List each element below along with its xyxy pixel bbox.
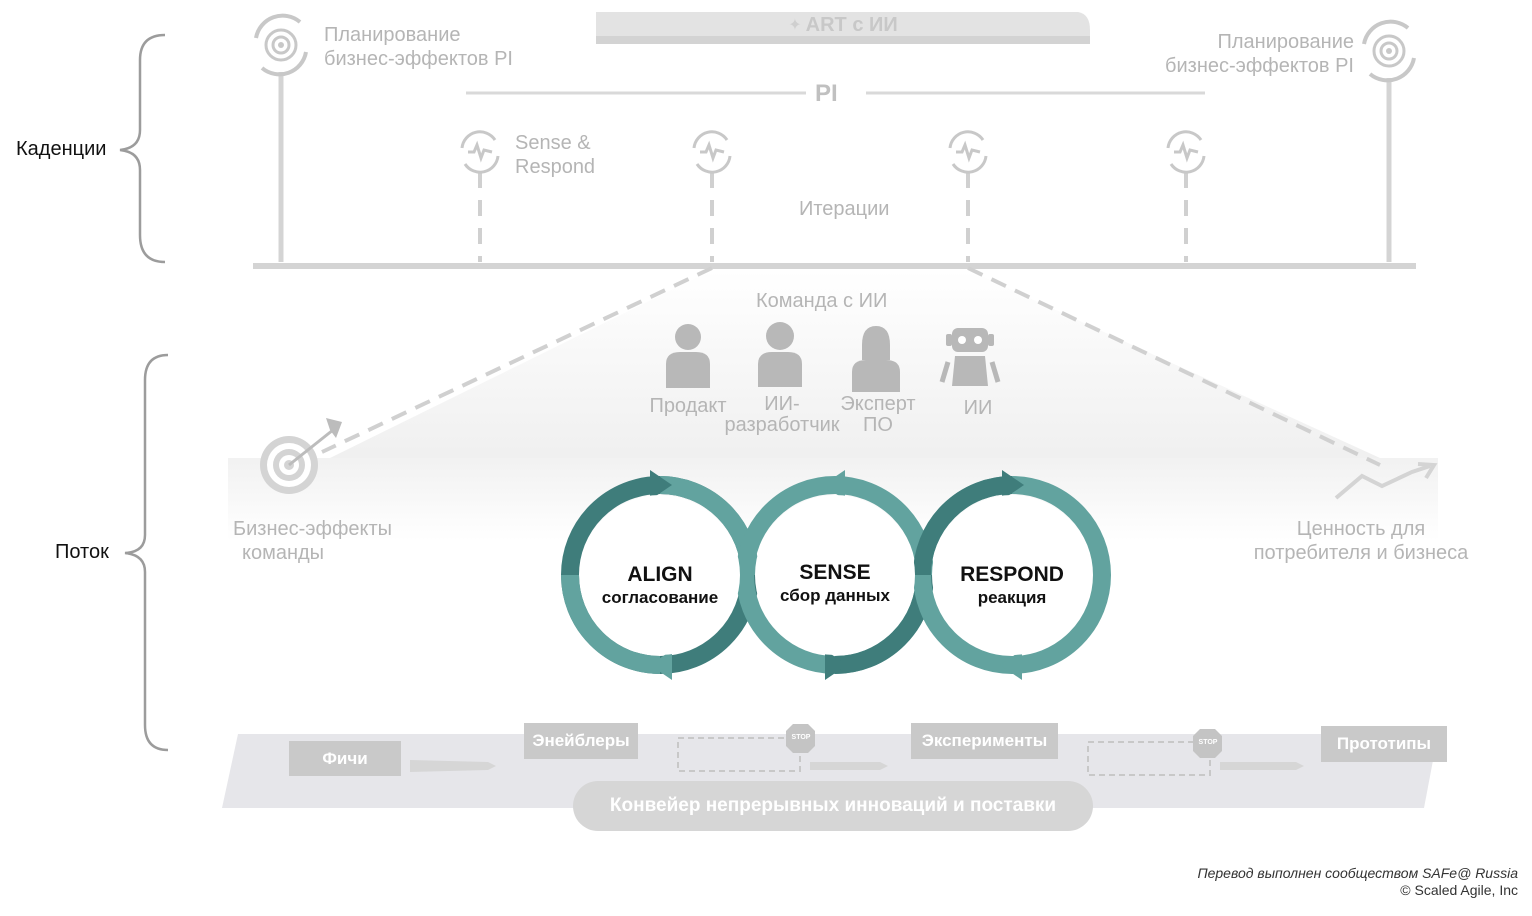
team-label: Команда с ИИ — [756, 290, 888, 312]
pipeline-item-features: Фичи — [289, 741, 401, 776]
arrowhead-icon — [1002, 470, 1024, 500]
stop-sign-icon — [786, 724, 815, 753]
team-member-label: ИИ- разработчик — [724, 393, 840, 436]
art-banner-title: ✦ ART с ИИ — [788, 13, 898, 36]
cycle-respond: RESPOND реакция — [960, 563, 1064, 607]
growth-arrow-icon — [1334, 462, 1438, 500]
cycle-sense: SENSE сбор данных — [780, 561, 890, 605]
sparkle-icon: ✦ — [788, 17, 802, 34]
iteration-icon — [692, 130, 732, 174]
flow-brace — [124, 353, 169, 752]
pi-label: PI — [815, 80, 838, 107]
pipeline-title: Конвейер непрерывных инноваций и поставк… — [573, 781, 1093, 831]
stop-label: STOP — [1198, 739, 1218, 746]
arrowhead-icon — [825, 650, 847, 680]
team-member-label: Эксперт ПО — [840, 393, 916, 436]
arrowhead-icon — [823, 470, 845, 500]
cadences-brace — [119, 33, 166, 264]
stop-label: STOP — [791, 734, 811, 741]
arrowhead-icon — [650, 650, 672, 680]
iteration-icon — [460, 130, 500, 174]
footer-translation: Перевод выполнен сообществом SAFe@ Russi… — [1197, 865, 1518, 881]
flow-label: Поток — [55, 541, 109, 563]
person-icon — [666, 324, 710, 388]
sense-respond-label: Sense & Respond — [515, 132, 596, 178]
team-member-label: ИИ — [963, 397, 993, 419]
arrowhead-icon — [1000, 650, 1022, 680]
iterations-label: Итерации — [799, 198, 890, 220]
pi-planning-right-icon — [1362, 19, 1416, 83]
business-outcomes-label: Бизнес-эффекты команды — [233, 518, 393, 564]
pi-planning-left-icon — [254, 13, 308, 77]
footer-copyright: © Scaled Agile, Inc — [1400, 882, 1518, 898]
pi-planning-right-label: Планирование бизнес-эффектов PI — [1165, 31, 1354, 77]
arrowhead-icon — [650, 470, 672, 500]
iteration-icon — [1166, 130, 1206, 174]
pi-planning-left-label: Планирование бизнес-эффектов PI — [324, 24, 513, 70]
target-icon — [260, 418, 342, 494]
value-label: Ценность для потребителя и бизнеса — [1253, 518, 1469, 564]
cycle-align: ALIGN согласование — [601, 563, 719, 607]
robot-icon — [939, 328, 1001, 386]
person-female-icon — [852, 326, 900, 392]
team-member-label: Продакт — [649, 395, 727, 417]
dashed-box — [677, 737, 801, 772]
person-icon — [758, 322, 802, 387]
cadences-label: Каденции — [16, 138, 107, 160]
stop-sign-icon — [1193, 729, 1222, 758]
pipeline-item-enablers: Энейблеры — [524, 723, 638, 759]
pipeline-item-experiments: Эксперименты — [911, 723, 1058, 759]
dashed-box — [1087, 741, 1211, 776]
pipeline-item-prototypes: Прототипы — [1321, 726, 1447, 762]
footer: Перевод выполнен сообществом SAFe@ Russi… — [1197, 865, 1518, 899]
iteration-icon — [948, 130, 988, 174]
